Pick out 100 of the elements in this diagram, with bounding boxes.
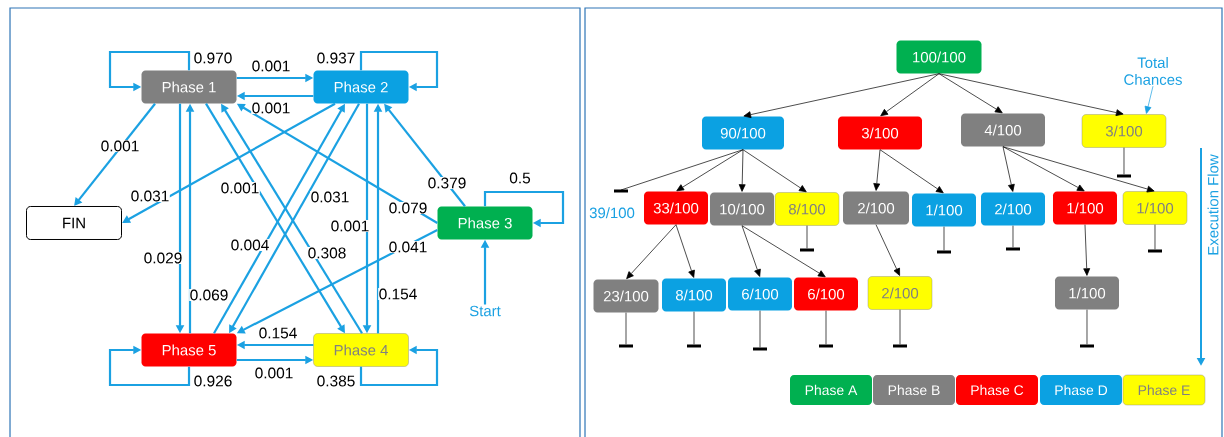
probability-box: 6/100 xyxy=(794,277,858,311)
branch-line xyxy=(1012,225,1014,248)
legend-item: Phase A xyxy=(790,375,872,405)
probability-box: 8/100 xyxy=(662,278,726,312)
arrow xyxy=(122,102,336,223)
share-label: 39/100 xyxy=(589,207,635,219)
arrow xyxy=(74,103,156,206)
state-box: Phase 4 xyxy=(313,333,409,367)
terminator-bar xyxy=(893,344,907,348)
arrow xyxy=(738,149,746,192)
start-label: Start xyxy=(469,305,501,317)
node-label: 8/100 xyxy=(675,289,713,301)
probability-box: 1/100 xyxy=(1053,191,1117,225)
probability-box: 2/100 xyxy=(843,191,909,225)
edge-label: 0.079 xyxy=(388,202,428,214)
loop-arrow xyxy=(359,50,439,92)
arrow xyxy=(1002,146,1155,193)
probability-box: 23/100 xyxy=(593,279,659,313)
edge-label: 0.001 xyxy=(251,60,291,72)
edge-label: 0.379 xyxy=(427,177,467,189)
state-box: Phase 5 xyxy=(141,333,237,367)
edge-label: 0.041 xyxy=(388,241,428,253)
terminator-bar xyxy=(1117,174,1131,178)
legend-item: Phase B xyxy=(873,375,955,405)
arrow xyxy=(938,73,1124,116)
arrow xyxy=(880,73,940,117)
legend-item: Phase E xyxy=(1122,374,1206,406)
probability-box: 33/100 xyxy=(644,191,708,225)
loop-arrow xyxy=(108,345,191,387)
edge-label: 0.937 xyxy=(316,52,356,64)
terminator-bar xyxy=(1080,344,1094,348)
probability-box: 90/100 xyxy=(702,116,784,150)
terminator-bar xyxy=(819,344,833,348)
arrow xyxy=(1002,146,1015,192)
arrow xyxy=(742,149,807,193)
loop-arrow xyxy=(483,190,565,228)
edge-label: 0.069 xyxy=(189,289,229,301)
edge-label: 0.001 xyxy=(330,220,370,232)
arrow xyxy=(675,224,695,278)
edge-label: 0.001 xyxy=(100,140,140,152)
edge-label: 0.001 xyxy=(220,182,260,194)
arrow xyxy=(676,149,744,192)
terminator-bar xyxy=(687,344,701,348)
branch-line xyxy=(825,310,827,345)
branch-line xyxy=(1123,147,1125,175)
branch-line xyxy=(943,226,945,251)
probability-box: 100/100 xyxy=(896,40,982,74)
terminator-bar xyxy=(1006,247,1020,251)
branch-line xyxy=(806,225,808,249)
branch-line xyxy=(1086,309,1088,345)
edge-label: 0.154 xyxy=(378,288,418,300)
edge-label: 0.001 xyxy=(251,102,291,114)
probability-box: 4/100 xyxy=(961,113,1045,147)
end-box: FIN xyxy=(26,206,122,240)
arrow xyxy=(741,225,826,278)
probability-box: 10/100 xyxy=(710,192,774,226)
edge-label: 0.385 xyxy=(316,375,356,387)
edge-label: 0.029 xyxy=(143,252,183,264)
branch-line xyxy=(759,310,761,348)
arrow xyxy=(879,149,944,194)
annotation-text: Total Chances xyxy=(1124,57,1182,85)
arrow xyxy=(875,224,900,276)
probability-box: 3/100 xyxy=(838,116,922,150)
branch-line xyxy=(620,149,744,191)
axis-label: Execution Flow xyxy=(1207,154,1219,255)
branch-line xyxy=(1154,224,1156,250)
state-box: Phase 3 xyxy=(437,206,533,240)
state-box: Phase 2 xyxy=(313,70,409,104)
arrow xyxy=(1002,146,1085,192)
leader-line xyxy=(1144,85,1154,114)
edge-label: 0.031 xyxy=(310,191,350,203)
arrow xyxy=(1083,224,1091,276)
edge-label: 0.031 xyxy=(130,190,170,202)
probability-box: 3/100 xyxy=(1081,114,1167,148)
edge-label: 0.5 xyxy=(508,172,532,184)
edge-label: 0.004 xyxy=(230,239,270,251)
legend-item: Phase C xyxy=(956,375,1038,405)
state-box: Phase 1 xyxy=(141,70,237,104)
edge-label: 0.970 xyxy=(193,52,233,64)
probability-box: 1/100 xyxy=(1122,191,1188,225)
terminator-bar xyxy=(753,347,767,351)
probability-box: 1/100 xyxy=(1055,276,1119,310)
branch-line xyxy=(625,312,627,345)
branch-line xyxy=(693,311,695,345)
terminator-bar xyxy=(937,250,951,254)
edge-label: 0.308 xyxy=(307,247,347,259)
edge-label: 0.154 xyxy=(258,327,298,339)
edge-label: 0.926 xyxy=(193,375,233,387)
terminator-bar xyxy=(614,189,628,193)
node-label: 6/100 xyxy=(742,288,779,300)
arrow xyxy=(626,224,677,279)
probability-box: 8/100 xyxy=(774,192,840,226)
probability-box: 1/100 xyxy=(912,193,976,227)
legend-item: Phase D xyxy=(1040,375,1122,405)
branch-line xyxy=(899,309,901,345)
arrow xyxy=(743,73,940,118)
arrow xyxy=(938,73,1003,114)
terminator-bar xyxy=(1148,249,1162,253)
edge-label: 0.001 xyxy=(254,367,294,379)
terminator-bar xyxy=(619,344,633,348)
